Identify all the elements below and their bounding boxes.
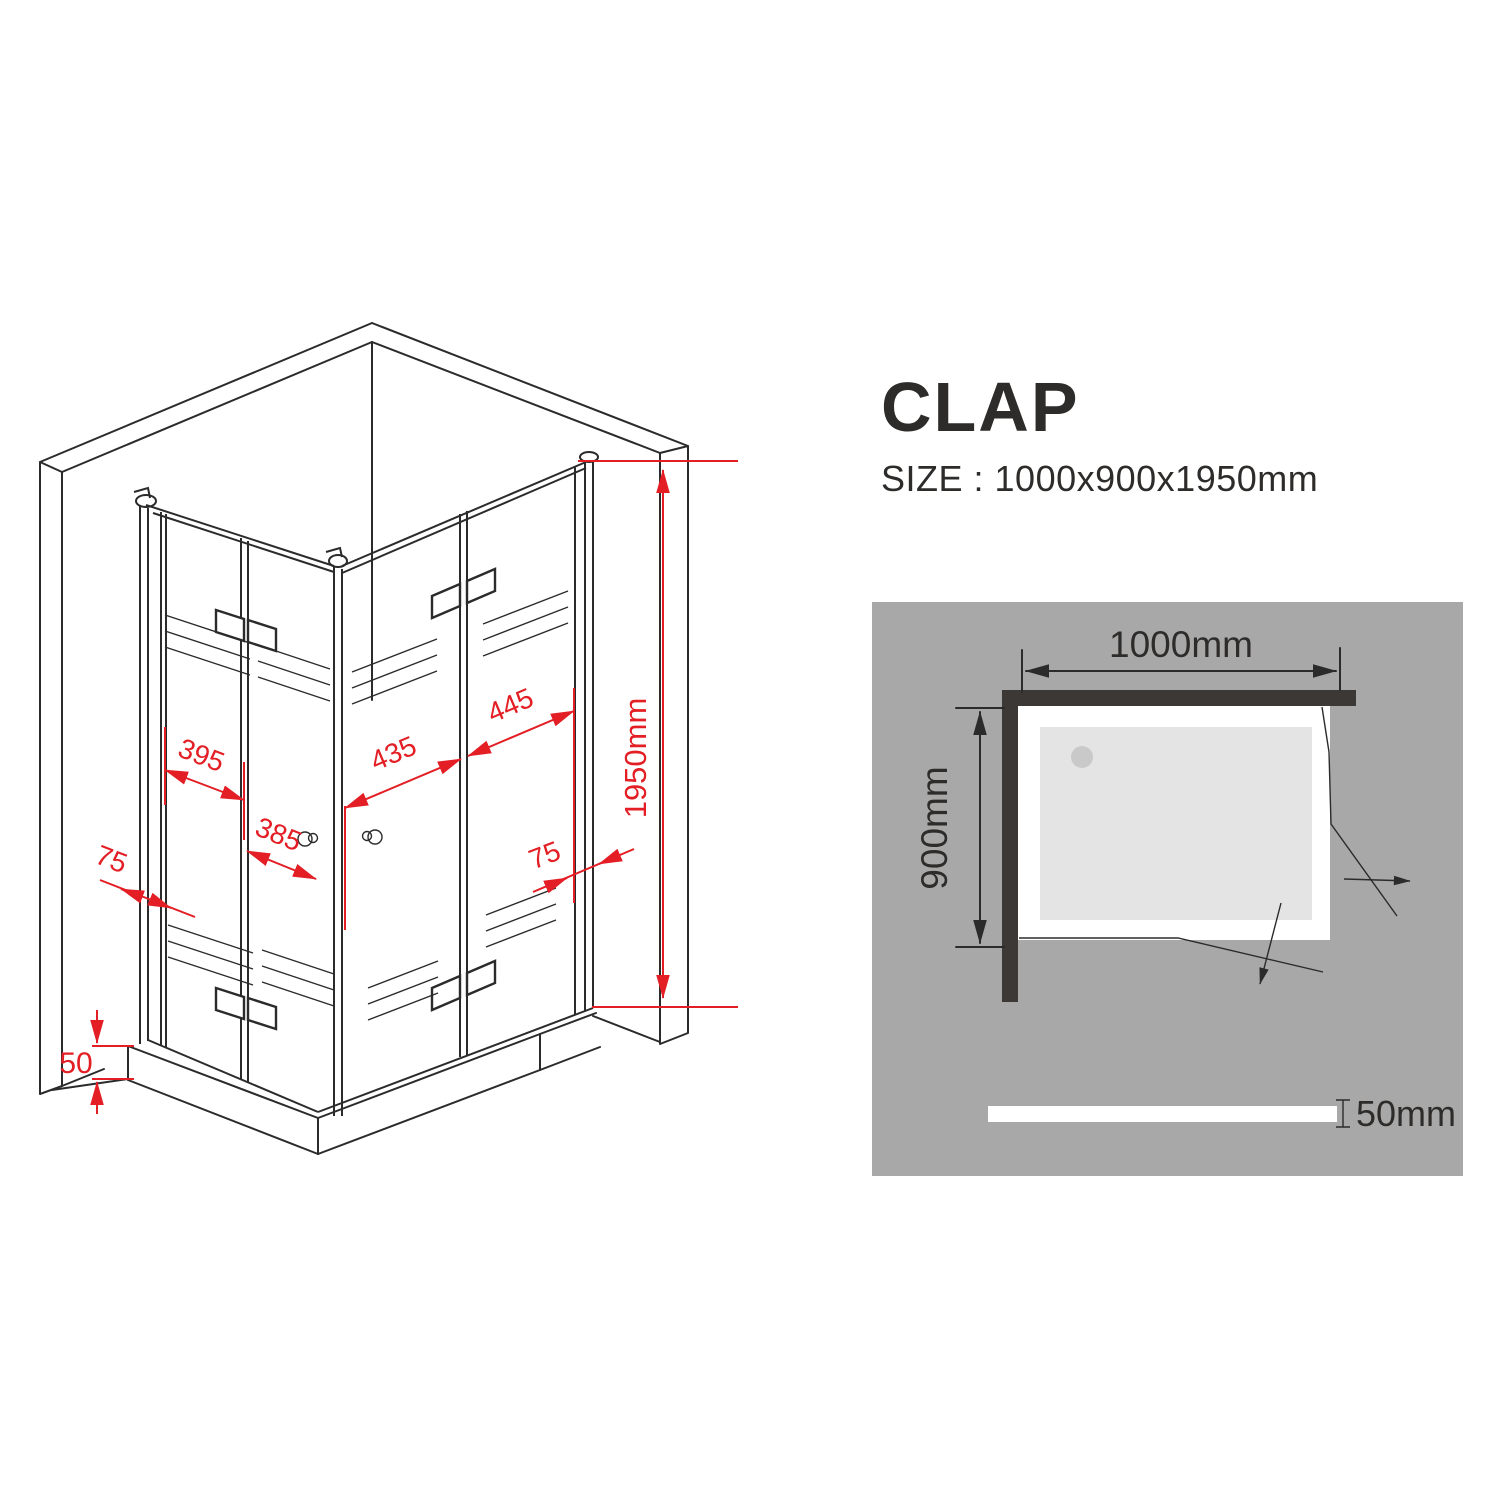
left-wall (39, 322, 373, 1095)
product-size-label: SIZE : 1000x900x1950mm (881, 458, 1319, 499)
isometric-view: 395 385 435 445 75 75 (39, 322, 738, 1155)
product-title: CLAP (881, 368, 1080, 446)
width-dimension: 1000mm (1021, 624, 1341, 693)
dim-label-left-outer-panel: 395 (174, 732, 229, 778)
title-block: CLAP SIZE : 1000x900x1950mm (881, 372, 1318, 500)
dim-label-left-wall-offset: 75 (91, 839, 131, 879)
dim-label-total-height: 1950mm (618, 698, 653, 819)
wall-top-bar (1002, 690, 1356, 706)
drain-circle (1071, 746, 1093, 768)
depth-dimension: 900mm (914, 707, 1005, 948)
tray-profile-bar (988, 1106, 1337, 1122)
shower-tray (127, 1012, 601, 1155)
width-dimension-label: 1000mm (1109, 624, 1253, 665)
dim-label-right-wall-offset: 75 (524, 835, 564, 875)
dim-label-right-outer-panel: 445 (483, 682, 538, 729)
wall-side-bar (1002, 690, 1018, 1002)
depth-dimension-label: 900mm (914, 766, 955, 889)
iso-dimensions: 395 385 435 445 75 75 (59, 460, 738, 1114)
tray-side-profile: 50mm (988, 1093, 1456, 1134)
door-swing-lines (1019, 706, 1411, 985)
dim-label-tray-height: 50 (59, 1047, 92, 1080)
right-glass-face (317, 451, 599, 1116)
right-wall (371, 322, 689, 1045)
dim-label-left-inner-panel: 385 (251, 811, 306, 857)
tray-thickness-label: 50mm (1356, 1093, 1456, 1134)
dim-label-right-inner-panel: 435 (366, 730, 421, 777)
top-view-panel: 1000mm 900mm 50mm (872, 602, 1463, 1176)
hinge-plates (214, 567, 497, 1031)
glass-stripes (164, 590, 569, 1021)
door-knobs (297, 829, 383, 847)
